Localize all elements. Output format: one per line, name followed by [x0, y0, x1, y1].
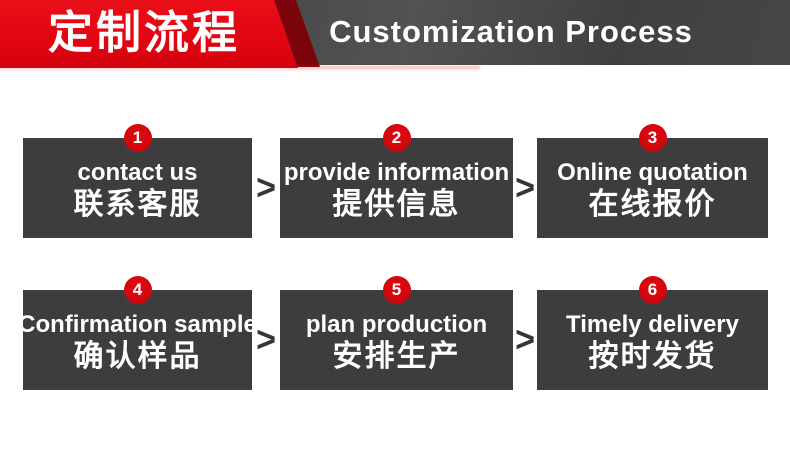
arrow-separator-1: > [256, 167, 276, 208]
step-5-title-zh: 安排生产 [332, 339, 461, 373]
step-4-number-badge: 4 [123, 276, 152, 304]
step-5-box: 5 plan production 安排生产 [280, 276, 513, 390]
step-1-box: 1 contact us 联系客服 [23, 124, 252, 238]
step-5-number-badge: 5 [382, 276, 411, 304]
step-3-title-en: Online quotation [557, 159, 748, 187]
process-row-1: 1 contact us 联系客服 > 2 provide informatio… [0, 124, 790, 238]
step-6-box: 6 Timely delivery 按时发货 [537, 276, 768, 390]
header-title-english: Customization Process [329, 14, 693, 49]
step-6-number-badge: 6 [638, 276, 667, 304]
step-1-number-badge: 1 [123, 124, 152, 152]
arrow-separator-2: > [515, 167, 535, 208]
step-5-title-en: plan production [305, 311, 488, 339]
step-6-title-en: Timely delivery [566, 311, 739, 339]
step-4-title-en: Confirmation sample [18, 311, 257, 339]
arrow-separator-3: > [256, 319, 276, 360]
step-3-title-zh: 在线报价 [588, 187, 717, 221]
step-2-box: 2 provide information 提供信息 [280, 124, 513, 238]
step-6-title-zh: 按时发货 [588, 339, 717, 373]
step-2-title-zh: 提供信息 [332, 187, 461, 221]
step-4-box: 4 Confirmation sample 确认样品 [18, 276, 257, 390]
step-3-box: 3 Online quotation 在线报价 [537, 124, 768, 238]
step-1-title-zh: 联系客服 [73, 187, 202, 221]
header-banner: 定制流程 Customization Process [0, 0, 790, 72]
process-row-2: 4 Confirmation sample 确认样品 > 5 plan prod… [0, 276, 790, 390]
header-red-shadow [0, 66, 480, 71]
header-red-ribbon [0, 0, 298, 68]
header-title-chinese: 定制流程 [47, 7, 240, 58]
step-2-title-en: provide information [283, 159, 510, 187]
arrow-separator-4: > [515, 319, 535, 360]
step-1-title-en: contact us [77, 159, 198, 187]
step-4-title-zh: 确认样品 [73, 339, 202, 373]
step-3-number-badge: 3 [638, 124, 667, 152]
header-gray-ribbon [295, 0, 790, 65]
step-2-number-badge: 2 [382, 124, 411, 152]
